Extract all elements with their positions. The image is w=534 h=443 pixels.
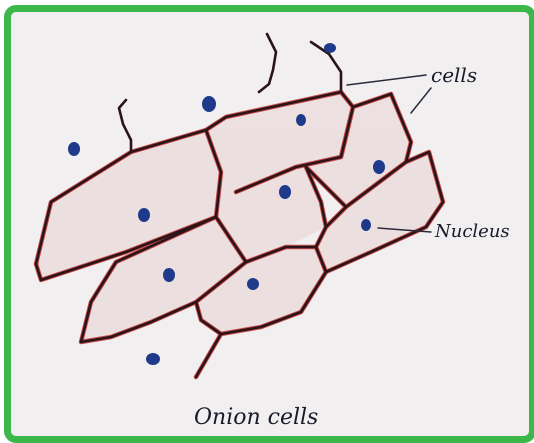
nucleus-label: Nucleus: [434, 221, 510, 242]
nucleus-dot: [296, 114, 306, 126]
nucleus-dot: [138, 208, 150, 222]
nucleus-dot: [361, 219, 371, 231]
diagram-caption: Onion cells: [194, 405, 318, 430]
onion-cells-diagram: cells Nucleus Onion cells: [11, 12, 529, 436]
cell-fills: [36, 92, 443, 342]
cells-pointer-line-2: [411, 88, 431, 113]
nucleus-dot: [324, 43, 336, 53]
nucleus-dot: [202, 96, 216, 112]
diagram-frame: cells Nucleus Onion cells: [4, 5, 534, 443]
cells-label: cells: [431, 63, 477, 87]
cells-pointer-line-1: [347, 75, 426, 85]
wall-bottom-tail: [196, 334, 221, 377]
wall-fragment-top: [259, 34, 276, 92]
nucleus-dot: [373, 160, 385, 174]
wall-fragment-left: [119, 100, 131, 152]
nucleus-dot: [146, 353, 160, 365]
nucleus-dot: [279, 185, 291, 199]
nucleus-dot: [68, 142, 80, 156]
nucleus-dot: [163, 268, 175, 282]
nucleus-dot: [247, 278, 259, 290]
